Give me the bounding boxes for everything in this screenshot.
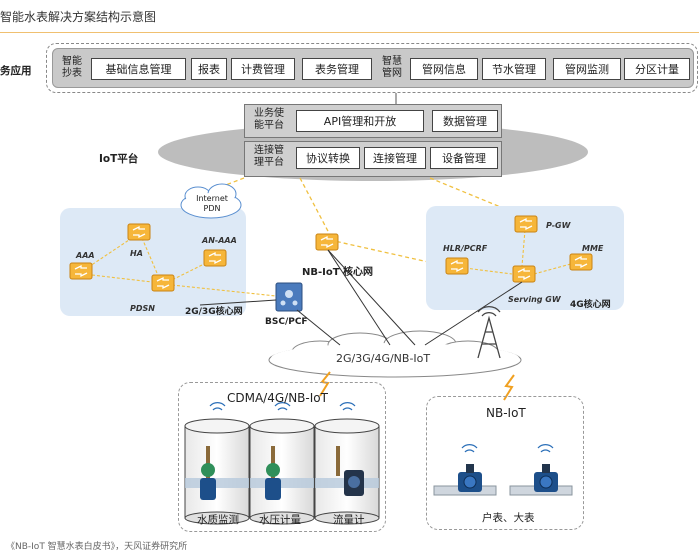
device-group-2	[426, 396, 584, 530]
core-links	[199, 249, 523, 346]
pgw-router-icon	[514, 215, 538, 233]
water-pressure-cylinder	[249, 402, 315, 525]
water-pressure-label: 水压计量	[259, 514, 301, 526]
page-title: 智能水表解决方案结构示意图	[0, 10, 157, 24]
flow-meter-cylinder	[314, 402, 380, 525]
hlr-pcrf-label: HLR/PCRF	[443, 244, 488, 253]
app-item-pipe-info[interactable]: 管网信息	[410, 58, 478, 80]
access-network-cloud	[268, 330, 522, 378]
device-group-2-title: NB-IoT	[486, 406, 526, 420]
pdsn-router-icon	[151, 274, 175, 292]
household-meter-label: 户表、大表	[482, 512, 535, 524]
ha-label: HA	[130, 249, 143, 258]
nbiot-core-label: NB-IoT 核心网	[302, 267, 374, 278]
sgw-label: Serving GW	[508, 295, 561, 304]
ha-router-icon	[127, 223, 151, 241]
smart-reading-label: 智能 抄表	[62, 56, 82, 79]
core-2g3g-label: 2G/3G核心网	[185, 307, 243, 317]
api-management-box[interactable]: API管理和开放	[296, 110, 424, 132]
water-quality-cylinder	[184, 402, 250, 525]
household-meter-2	[509, 444, 573, 496]
water-quality-label: 水质监测	[197, 514, 239, 526]
iot-platform-label: IoT平台	[99, 153, 139, 165]
an-aaa-label: AN-AAA	[202, 236, 237, 245]
core-4g-panel	[426, 206, 624, 310]
business-app-label: 务应用	[0, 65, 32, 77]
business-enablement-label: 业务使 能平台	[254, 108, 284, 131]
app-item-pipe-monitor[interactable]: 管网监测	[553, 58, 621, 80]
device-group-1-title: CDMA/4G/NB-IoT	[227, 391, 328, 405]
connection-management-box[interactable]: 连接管理	[364, 147, 426, 169]
mme-router-icon	[569, 253, 593, 271]
an-aaa-router-icon	[203, 249, 227, 267]
device-management-box[interactable]: 设备管理	[430, 147, 498, 169]
internet-pdn-label: Internet PDN	[196, 194, 228, 213]
hlr-router-icon	[445, 257, 469, 275]
protocol-conversion-box[interactable]: 协议转换	[296, 147, 360, 169]
core-4g-label: 4G核心网	[570, 300, 611, 310]
app-item-basic-info[interactable]: 基础信息管理	[91, 58, 186, 80]
bsc-pcf-label: BSC/PCF	[265, 317, 308, 327]
smart-pipe-label: 智慧 管网	[382, 56, 402, 79]
app-item-water-saving[interactable]: 节水管理	[482, 58, 546, 80]
bsc-pcf-icon	[275, 282, 303, 312]
app-item-billing[interactable]: 计费管理	[231, 58, 295, 80]
base-station-icon	[477, 306, 501, 359]
core-2g3g-panel	[60, 208, 246, 316]
data-management-box[interactable]: 数据管理	[432, 110, 498, 132]
nbiot-core-router-icon	[315, 233, 339, 251]
title-divider	[0, 32, 699, 33]
mme-label: MME	[582, 244, 604, 253]
sgw-router-icon	[512, 265, 536, 283]
app-item-reports[interactable]: 报表	[191, 58, 227, 80]
aaa-router-icon	[69, 262, 93, 280]
household-meter-1	[433, 444, 497, 496]
aaa-label: AAA	[76, 251, 95, 260]
flow-meter-label: 流量计	[333, 514, 365, 526]
pdsn-label: PDSN	[130, 304, 155, 313]
access-network-label: 2G/3G/4G/NB-IoT	[336, 352, 431, 365]
signal-arrow-2	[503, 374, 515, 401]
connection-management-label: 连接管 理平台	[254, 145, 284, 168]
app-item-meter-service[interactable]: 表务管理	[302, 58, 372, 80]
device-group-1	[178, 382, 386, 532]
app-item-zone-metering[interactable]: 分区计量	[624, 58, 690, 80]
internet-cloud	[180, 183, 242, 219]
source-note: 《NB-IoT 智慧水表白皮书》，天风证券研究所	[6, 542, 188, 552]
pgw-label: P-GW	[546, 221, 571, 230]
